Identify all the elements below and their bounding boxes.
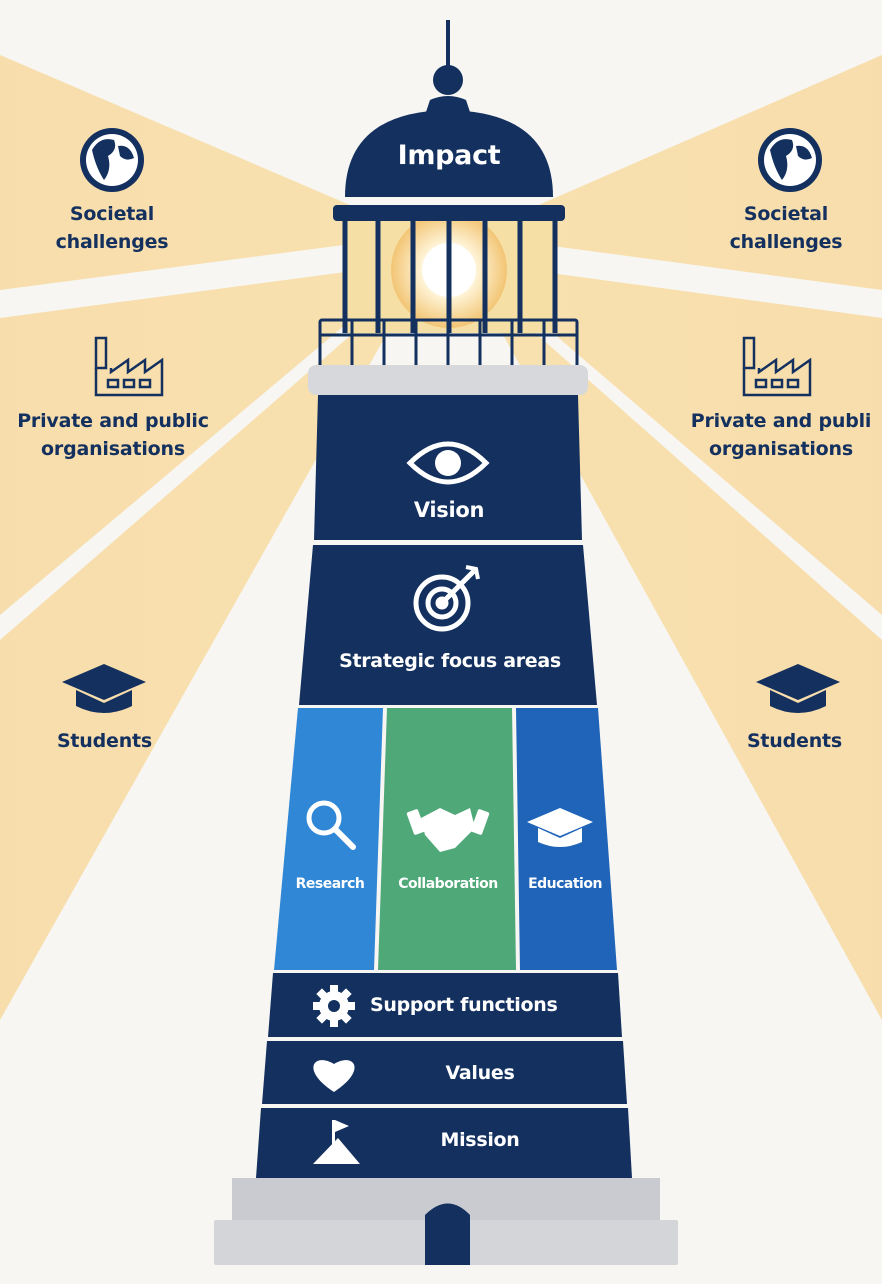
collaboration-label: Collaboration <box>398 876 498 892</box>
globe-icon <box>758 128 822 192</box>
mission-label: Mission <box>440 1129 520 1151</box>
beam-left-1 <box>0 55 420 290</box>
right-societal-line1: Societal <box>743 203 829 225</box>
magnifier-icon <box>306 800 356 850</box>
right-students-label: Students <box>712 727 877 755</box>
eye-icon <box>406 441 490 485</box>
vision-label: Vision <box>413 498 485 522</box>
target-icon <box>413 565 480 632</box>
right-organisations-line2: organisations <box>709 438 853 460</box>
left-societal-line1: Societal <box>69 203 155 225</box>
graduation-cap-icon <box>756 664 840 713</box>
graduation-cap-icon <box>527 808 593 847</box>
beam-right-1 <box>470 55 882 290</box>
factory-icon <box>742 336 812 397</box>
education-label: Education <box>528 876 602 892</box>
gallery-ledge <box>308 365 588 395</box>
dome <box>333 20 565 221</box>
research-label: Research <box>295 876 365 892</box>
light-beams <box>0 55 882 1020</box>
lantern-room <box>342 212 558 333</box>
left-organisations-line1: Private and public <box>17 410 209 432</box>
left-societal-line2: challenges <box>55 231 169 253</box>
gear-icon <box>313 985 355 1027</box>
right-societal-challenges-label: Societal challenges <box>696 200 876 256</box>
summit-flag-icon <box>313 1120 360 1164</box>
research-pillar-bg <box>274 708 383 970</box>
left-organisations-label: Private and public organisations <box>0 407 226 463</box>
beam-right-2 <box>470 262 882 615</box>
globe-icon <box>80 128 144 192</box>
impact-label: Impact <box>397 140 501 171</box>
tower-base <box>214 1178 678 1265</box>
graduation-cap-icon <box>62 664 146 713</box>
right-societal-line2: challenges <box>729 231 843 253</box>
left-organisations-line2: organisations <box>41 438 185 460</box>
right-organisations-line1: Private and publi <box>690 410 872 432</box>
left-societal-challenges-label: Societal challenges <box>22 200 202 256</box>
values-label: Values <box>445 1062 515 1084</box>
right-organisations-label: Private and publi organisations <box>680 407 882 463</box>
factory-icon <box>94 336 164 397</box>
heart-icon <box>313 1060 355 1092</box>
support-functions-label: Support functions <box>370 994 558 1016</box>
beam-left-3 <box>0 275 420 1020</box>
left-students-line1: Students <box>56 730 153 752</box>
strategic-focus-label: Strategic focus areas <box>339 650 561 672</box>
right-students-line1: Students <box>746 730 843 752</box>
handshake-icon <box>406 808 490 852</box>
left-students-label: Students <box>22 727 187 755</box>
